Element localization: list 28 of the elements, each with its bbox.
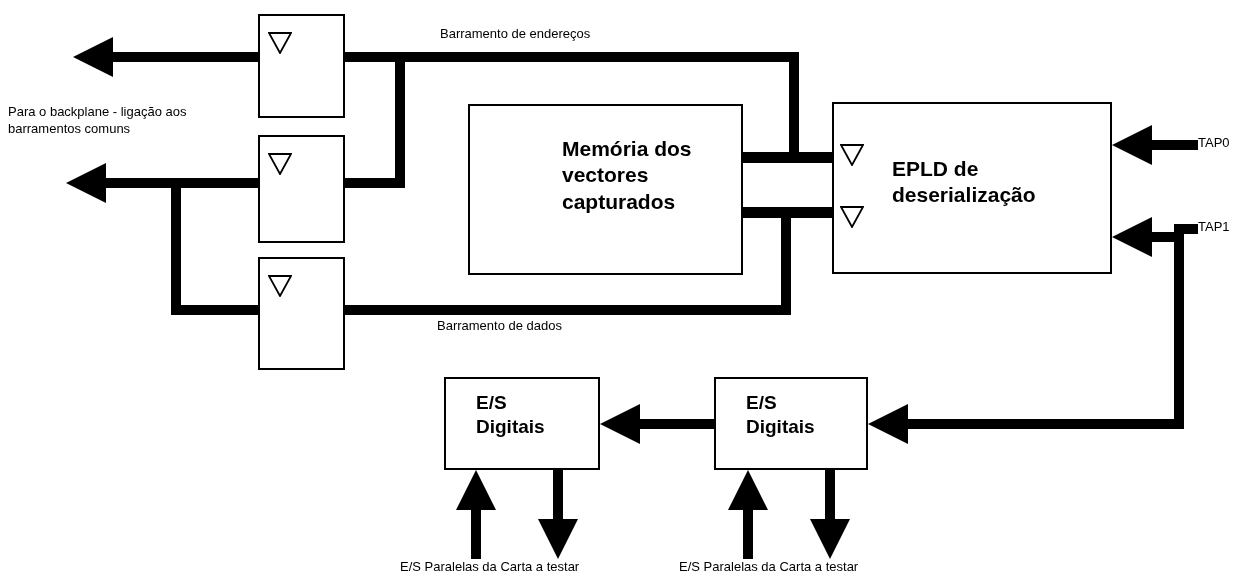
- box-label: EPLD de deserialização: [892, 156, 1037, 209]
- memory-box: [468, 104, 743, 275]
- port-label: E/S Paralelas da Carta a testar: [679, 559, 887, 576]
- register-box: [258, 14, 345, 118]
- io-box: [444, 377, 600, 470]
- arrow: [1112, 125, 1198, 165]
- arrow: [456, 470, 496, 559]
- note-text: Para o backplane - ligação aos barramentos comuns: [8, 104, 188, 138]
- register-box: [258, 257, 345, 370]
- box-label: E/S Digitais: [746, 391, 816, 439]
- edge-label: Barramento de dados: [437, 318, 563, 333]
- bus-bar: [743, 152, 832, 163]
- arrow: [600, 404, 714, 444]
- arrow: [810, 470, 850, 559]
- arrow: [73, 37, 258, 77]
- edge-label: Barramento de endereços: [440, 26, 591, 41]
- port-label: E/S Paralelas da Carta a testar: [400, 559, 608, 576]
- bus-line: [345, 218, 791, 315]
- tap-label: TAP1: [1198, 219, 1244, 237]
- io-box: [714, 377, 868, 470]
- bus-bar: [743, 207, 832, 218]
- box-label: E/S Digitais: [476, 391, 546, 439]
- arrow: [728, 470, 768, 559]
- epld-box: [832, 102, 1112, 274]
- box-label: Memória dos vectores capturados: [562, 136, 693, 215]
- register-box: [258, 135, 345, 243]
- tap-label: TAP0: [1198, 135, 1244, 153]
- arrow: [538, 470, 578, 559]
